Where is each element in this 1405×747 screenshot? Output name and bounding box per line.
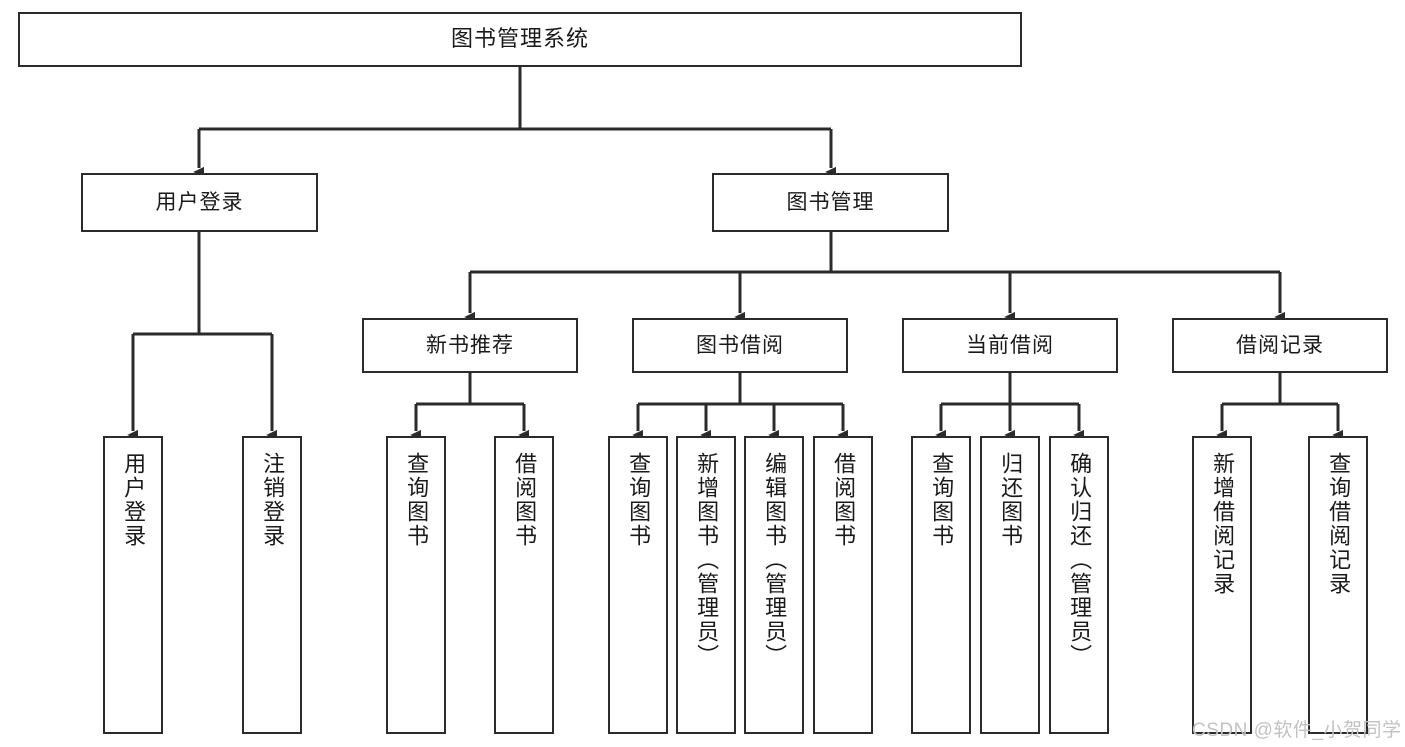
node-borrow-record[interactable]: 借阅记录 [1172, 318, 1388, 373]
node-leaf-edit-book[interactable]: 编辑图书（管理员） [744, 436, 804, 734]
node-label: 借阅图书 [512, 452, 538, 548]
watermark-text: CSDN @软件_小贺同学 [1192, 720, 1402, 741]
node-new-book-rec[interactable]: 新书推荐 [362, 318, 578, 373]
node-label: 用户登录 [155, 190, 244, 214]
node-label: 图书管理 [786, 190, 875, 214]
node-book-borrow[interactable]: 图书借阅 [632, 318, 848, 373]
node-leaf-return-book[interactable]: 归还图书 [980, 436, 1040, 734]
node-label: 确认归还（管理员） [1067, 452, 1093, 668]
node-label: 注销登录 [260, 452, 286, 548]
node-label: 查询借阅记录 [1326, 452, 1352, 596]
node-label: 新增图书（管理员） [694, 452, 720, 668]
csdn-watermark: CSDN @软件_小贺同学 [1192, 715, 1401, 742]
node-root-book-management-system[interactable]: 图书管理系统 [18, 12, 1022, 67]
node-label: 借阅图书 [831, 452, 857, 548]
node-label: 查询图书 [404, 452, 430, 548]
node-leaf-add-record[interactable]: 新增借阅记录 [1192, 436, 1252, 734]
node-book-manage[interactable]: 图书管理 [712, 173, 949, 232]
node-label: 新增借阅记录 [1210, 452, 1236, 596]
node-leaf-query-book-rec[interactable]: 查询图书 [386, 436, 446, 734]
node-label: 查询图书 [929, 452, 955, 548]
node-leaf-user-login[interactable]: 用户登录 [103, 436, 163, 734]
node-leaf-confirm-return[interactable]: 确认归还（管理员） [1049, 436, 1109, 734]
node-leaf-query-book-cur[interactable]: 查询图书 [911, 436, 971, 734]
node-label: 查询图书 [626, 452, 652, 548]
node-label: 图书管理系统 [450, 26, 589, 52]
node-leaf-add-book[interactable]: 新增图书（管理员） [676, 436, 736, 734]
node-leaf-borrow-book-rec[interactable]: 借阅图书 [494, 436, 554, 734]
node-label: 归还图书 [998, 452, 1024, 548]
node-leaf-borrow-book[interactable]: 借阅图书 [813, 436, 873, 734]
node-label: 图书借阅 [696, 333, 784, 357]
node-user-login[interactable]: 用户登录 [81, 173, 318, 232]
node-label: 当前借阅 [966, 333, 1054, 357]
node-leaf-query-book-borrow[interactable]: 查询图书 [608, 436, 668, 734]
node-leaf-query-record[interactable]: 查询借阅记录 [1308, 436, 1368, 734]
node-label: 编辑图书（管理员） [762, 452, 788, 668]
node-label: 用户登录 [121, 452, 147, 548]
node-label: 借阅记录 [1236, 333, 1324, 357]
node-label: 新书推荐 [426, 333, 514, 357]
node-leaf-logout[interactable]: 注销登录 [242, 436, 302, 734]
node-current-borrow[interactable]: 当前借阅 [902, 318, 1118, 373]
